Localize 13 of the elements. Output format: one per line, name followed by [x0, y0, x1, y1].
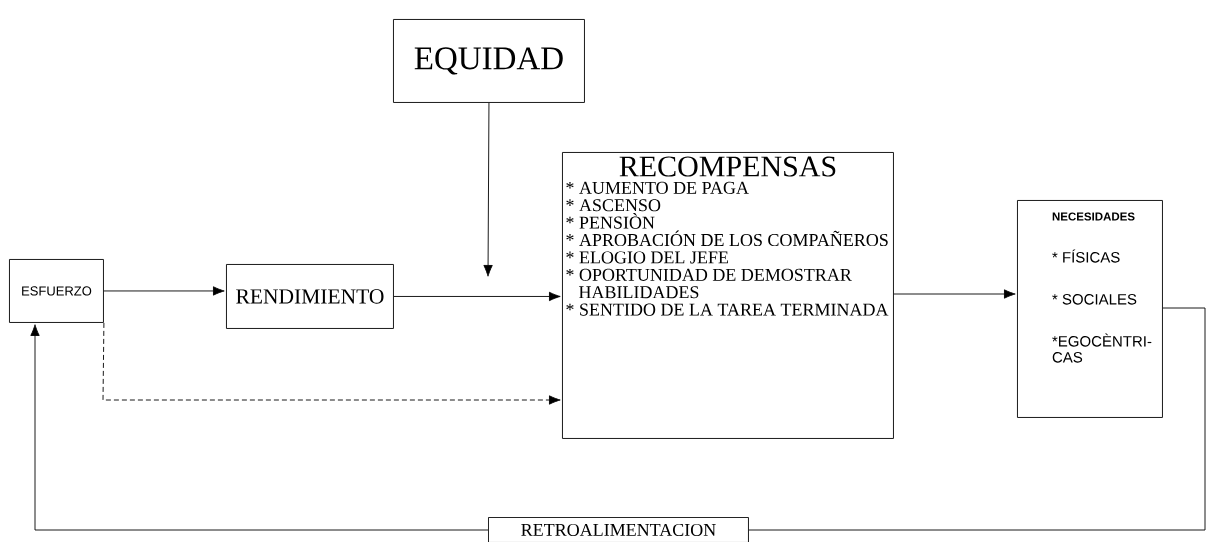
connector-line	[748, 307, 1206, 531]
arrow	[103, 286, 225, 296]
arrow	[893, 289, 1016, 299]
list-box: NECESIDADES * FÍSICAS * SOCIALES *EGOCÈNTRI- CAS	[1017, 200, 1163, 418]
process-box: ESFUERZO	[9, 259, 104, 323]
process-box: RENDIMIENTO	[226, 264, 394, 329]
list-box: RECOMPENSAS * AUMENTO DE PAGA * ASCENSO * PENSIÒN * APROBACIÓN DE LOS COMPAÑEROS * ELOGIO DEL JEFE * OPORTUNIDAD DE DEMOSTRAR HABILIDADES * SENTIDO DE LA TAREA TERMINADA	[562, 152, 894, 439]
feedback-box: RETROALIMENTACION	[488, 517, 749, 542]
arrow	[483, 102, 493, 277]
arrow	[30, 324, 489, 531]
arrow	[393, 291, 561, 302]
concept-box: EQUIDAD	[393, 19, 585, 103]
arrow	[102, 322, 561, 405]
